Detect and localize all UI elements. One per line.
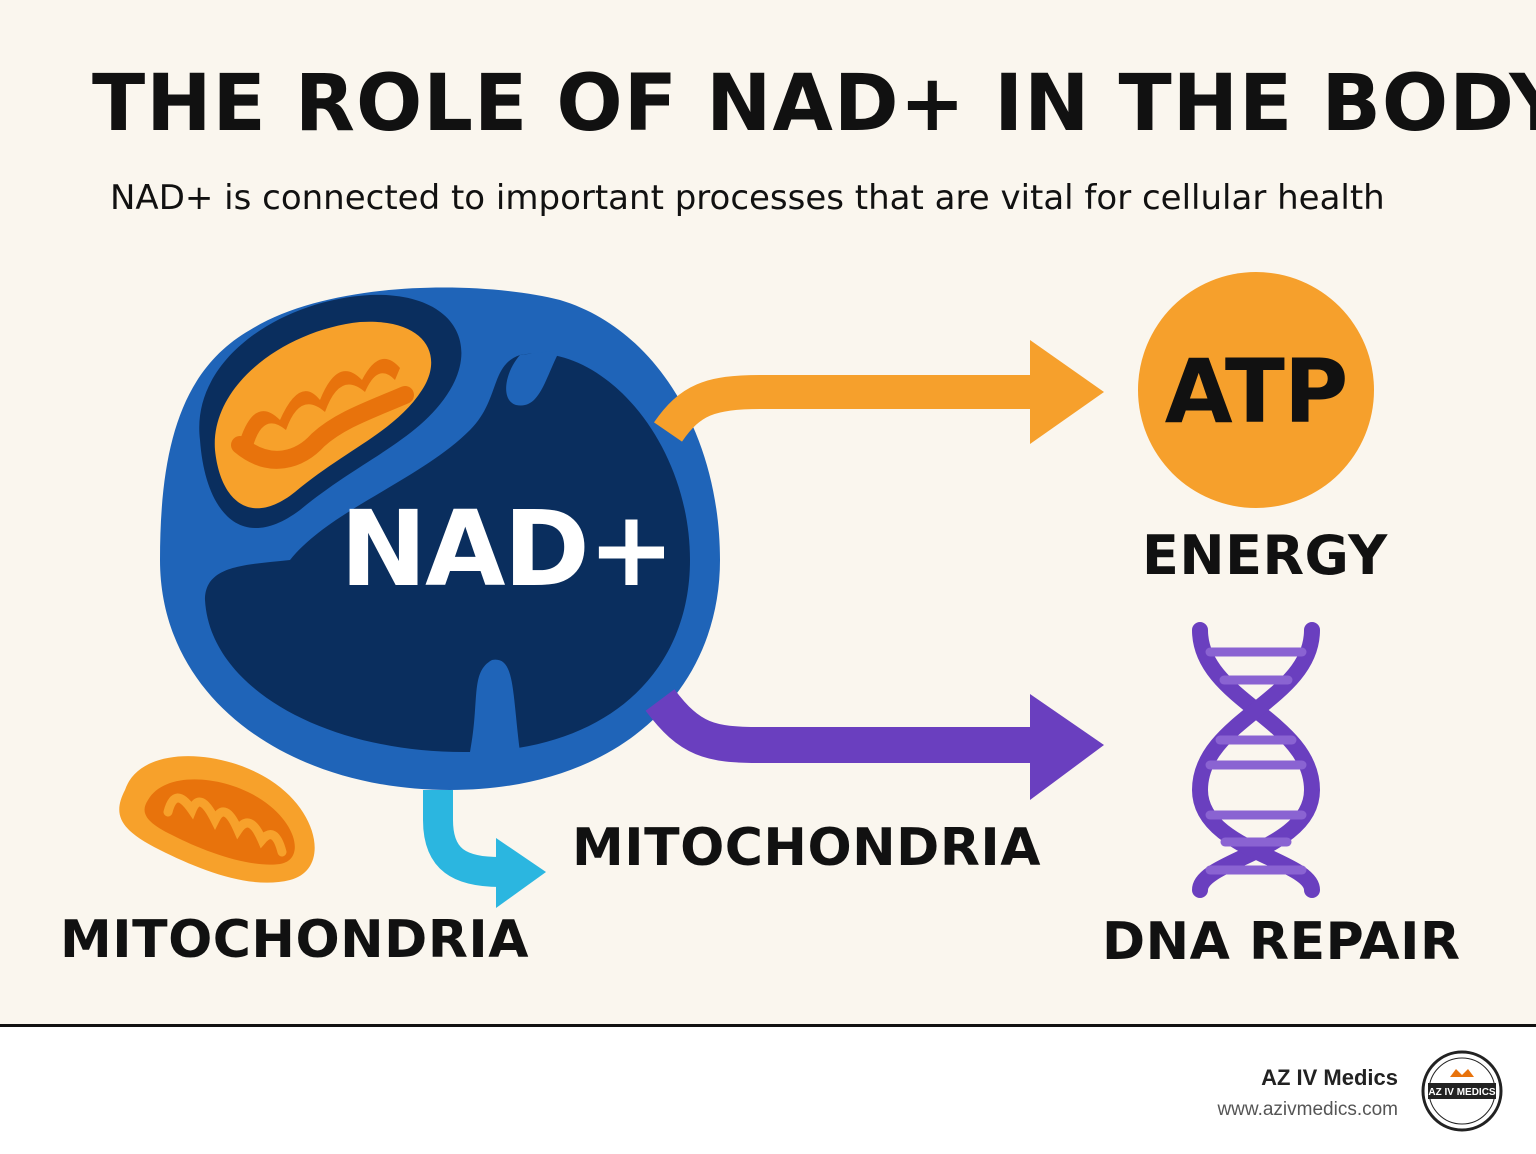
atp-circle-icon xyxy=(1138,272,1374,508)
energy-label: ENERGY xyxy=(1142,524,1388,587)
nad-label: NAD+ xyxy=(340,488,675,610)
dna-repair-label: DNA REPAIR xyxy=(1102,912,1461,972)
mitochondria-small-icon xyxy=(119,756,315,883)
mitochondria-center-label: MITOCHONDRIA xyxy=(572,818,1041,878)
page-title: THE ROLE OF NAD+ IN THE BODY xyxy=(92,59,1536,149)
mitochondria-icon xyxy=(199,294,462,529)
footer-divider xyxy=(0,1024,1536,1027)
page-subtitle: NAD+ is connected to important processes… xyxy=(110,178,1385,218)
nad-diagram xyxy=(119,272,1374,908)
dna-arrow-icon xyxy=(645,688,1104,800)
brand-url[interactable]: www.azivmedics.com xyxy=(1217,1099,1398,1120)
energy-arrow-icon xyxy=(653,340,1104,444)
brand-seal-logo: AZ IV MEDICS xyxy=(1421,1050,1503,1132)
infographic-canvas: THE ROLE OF NAD+ IN THE BODY NAD+ is con… xyxy=(0,0,1536,1024)
footer: AZ IV Medics www.azivmedics.com AZ IV ME… xyxy=(0,1027,1536,1154)
brand-name: AZ IV Medics xyxy=(1261,1065,1398,1090)
atp-label: ATP xyxy=(1164,340,1349,443)
mitochondria-arrow-icon xyxy=(423,790,546,908)
dna-icon xyxy=(1191,622,1321,898)
mitochondria-left-label: MITOCHONDRIA xyxy=(60,910,529,970)
seal-text: AZ IV MEDICS xyxy=(1428,1087,1496,1098)
